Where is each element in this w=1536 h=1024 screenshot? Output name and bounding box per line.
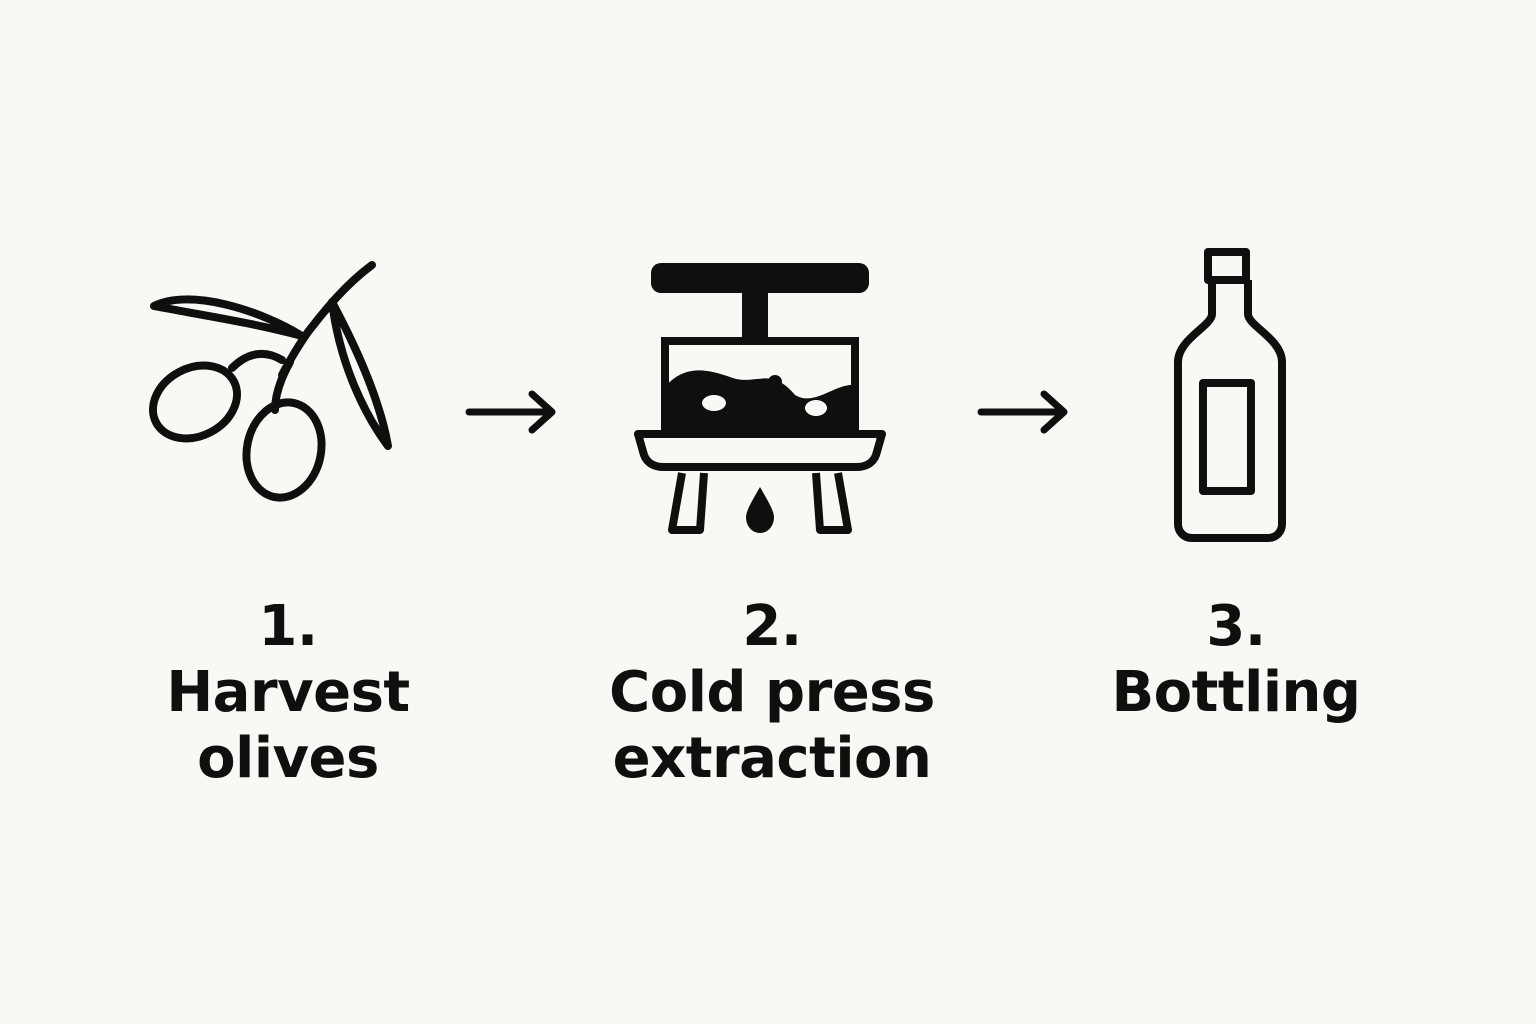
step-title-line: olives [197,726,379,791]
step-number: 1. [258,594,318,659]
step-number: 2. [742,594,802,659]
step-label-cold-press: 2. Cold press extraction [572,594,972,792]
oil-bottle-icon [1174,248,1286,542]
step-title-line: Harvest [166,660,410,725]
step-label-bottling: 3. Bottling [1036,594,1436,726]
step-number: 3. [1206,594,1266,659]
olive-branch-icon [148,261,392,502]
step-label-harvest: 1. Harvest olives [88,594,488,792]
olive-press-icon [634,263,886,534]
arrow-right-icon [465,390,556,434]
step-title-line: Bottling [1111,660,1361,725]
step-title-line: Cold press [609,660,935,725]
arrow-right-icon [977,390,1068,434]
step-title-line: extraction [612,726,932,791]
